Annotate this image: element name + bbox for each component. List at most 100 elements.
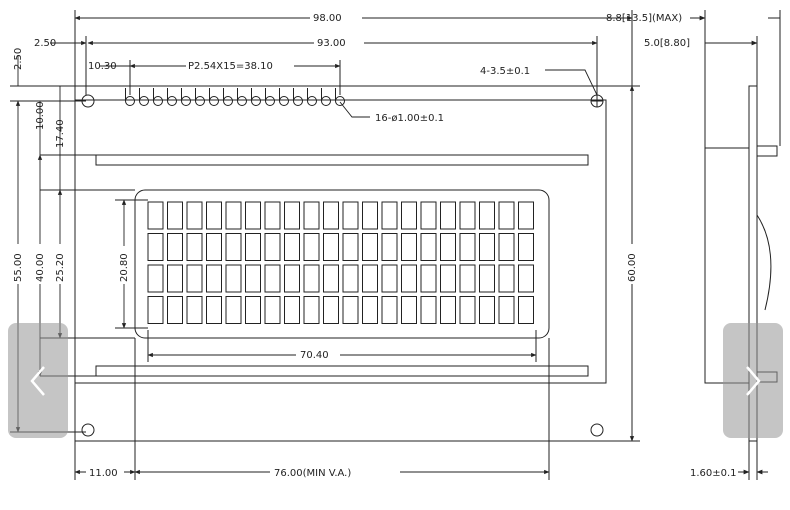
pin-hole [153, 88, 163, 106]
char-cell [342, 233, 359, 261]
prev-image-button[interactable] [8, 323, 68, 438]
pin-hole [335, 88, 345, 106]
char-cell [323, 264, 339, 293]
char-cell [186, 233, 203, 261]
pin-hole [293, 88, 303, 106]
char-cell [225, 296, 242, 324]
dim-char-area-height: 20.80 [119, 253, 130, 282]
char-cell [420, 296, 437, 324]
dim-mount-holes: 4-3.5±0.1 [480, 66, 530, 77]
dim-hole-pitch-y: 55.00 [13, 253, 24, 282]
char-cell [323, 296, 339, 324]
pin-hole [307, 88, 317, 106]
next-image-button[interactable] [723, 323, 783, 438]
dim-hole-offset-y: 2.50 [13, 48, 24, 70]
char-cell [245, 264, 261, 293]
pin-hole [209, 88, 219, 106]
char-cell [518, 264, 534, 293]
dim-pin-pitch: P2.54X15=38.10 [188, 61, 273, 72]
dim-hole-offset-x: 2.50 [34, 38, 56, 49]
char-cell [479, 264, 495, 293]
dim-pcb-thickness: 1.60±0.1 [690, 468, 737, 479]
dim-module-thickness: 5.0[8.80] [644, 38, 690, 49]
char-cell [225, 201, 242, 230]
char-cell [498, 296, 515, 324]
char-cell [342, 264, 359, 293]
char-cell [479, 296, 495, 324]
char-cell [303, 233, 320, 261]
pin-hole [265, 88, 275, 106]
char-cell [518, 296, 534, 324]
char-cell [284, 296, 300, 324]
mount-hole-tl [81, 94, 95, 108]
pin-row [125, 88, 345, 106]
char-cell [381, 264, 398, 293]
char-cell [362, 264, 378, 293]
dim-view-area-height: 25.20 [55, 253, 66, 282]
chevron-right-icon [746, 365, 761, 396]
char-cell [167, 201, 183, 230]
char-cell [381, 201, 398, 230]
char-cell [245, 296, 261, 324]
char-cell [147, 201, 164, 230]
char-cell [459, 233, 476, 261]
char-cell [440, 201, 456, 230]
char-cell [420, 201, 437, 230]
char-cell [225, 233, 242, 261]
pin-hole [195, 88, 205, 106]
dim-bezel-y: 17.40 [55, 119, 66, 148]
char-cell [342, 296, 359, 324]
dim-bezel-height: 40.00 [35, 253, 46, 282]
char-cell [381, 233, 398, 261]
char-cell [167, 233, 183, 261]
char-cell [147, 296, 164, 324]
lcd-frame [74, 99, 607, 384]
char-cell [284, 201, 300, 230]
char-cell [303, 201, 320, 230]
char-cell [342, 201, 359, 230]
side-pin-stub [756, 145, 778, 157]
chevron-left-icon [30, 365, 45, 396]
char-cell [206, 201, 222, 230]
dim-view-area-width: 76.00(MIN V.A.) [274, 468, 351, 479]
pin-hole [181, 88, 191, 106]
char-cell [186, 201, 203, 230]
char-cell [479, 233, 495, 261]
char-cell [284, 264, 300, 293]
char-cell [420, 264, 437, 293]
dim-overall-width: 98.00 [313, 13, 342, 24]
char-cell [264, 296, 281, 324]
pin-hole [237, 88, 247, 106]
pin-hole [321, 88, 331, 106]
dim-pin-row-y: 10.00 [35, 101, 46, 130]
char-cell [303, 296, 320, 324]
char-cell [186, 296, 203, 324]
viewing-area [134, 189, 550, 339]
dim-overall-height: 60.00 [627, 253, 638, 282]
char-cell [440, 264, 456, 293]
char-cell [498, 264, 515, 293]
char-cell [284, 233, 300, 261]
char-cell [401, 201, 417, 230]
pin-hole [279, 88, 289, 106]
char-cell [440, 233, 456, 261]
mount-hole-br [590, 423, 604, 437]
char-cell [401, 264, 417, 293]
bezel-bottom-strip [95, 365, 589, 377]
char-cell [167, 296, 183, 324]
char-cell [264, 233, 281, 261]
char-cell [323, 201, 339, 230]
char-cell [147, 233, 164, 261]
mount-hole-bl [81, 423, 95, 437]
dim-max-thickness: 8.8[13.5](MAX) [606, 13, 682, 24]
pin-hole [139, 88, 149, 106]
pin-hole [251, 88, 261, 106]
char-cell [245, 233, 261, 261]
char-cell [206, 264, 222, 293]
char-cell [518, 201, 534, 230]
pin-hole [125, 88, 135, 106]
dim-left-margin: 11.00 [89, 468, 118, 479]
character-matrix [147, 201, 534, 324]
char-cell [440, 296, 456, 324]
char-cell [420, 233, 437, 261]
